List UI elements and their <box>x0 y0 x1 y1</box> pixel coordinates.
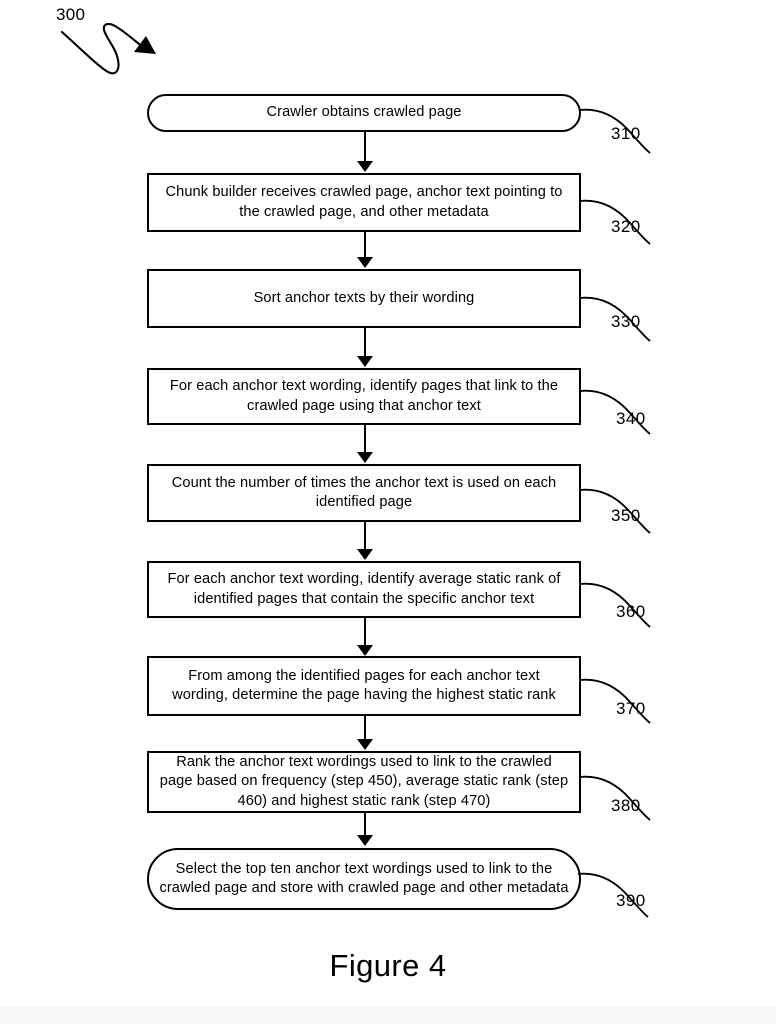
flow-node-370[interactable]: From among the identified pages for each… <box>147 656 581 716</box>
arrowhead-310-320 <box>357 161 373 172</box>
connector-310-320 <box>364 132 366 163</box>
reference-numeral-370: 370 <box>616 699 646 718</box>
connector-340-350 <box>364 425 366 454</box>
connector-350-360 <box>364 522 366 551</box>
arrowhead-360-370 <box>357 645 373 656</box>
leader-line-330 <box>579 296 651 342</box>
flow-node-310-label: Crawler obtains crawled page <box>266 104 462 121</box>
reference-numeral-310: 310 <box>611 124 641 143</box>
flow-node-350-label: Count the number of times the anchor tex… <box>171 474 557 511</box>
connector-320-330 <box>364 232 366 259</box>
figure-caption: Figure 4 <box>329 948 447 983</box>
reference-numeral-380: 380 <box>611 796 641 815</box>
flow-node-340-label: For each anchor text wording, identify p… <box>169 378 559 414</box>
arrowhead-340-350 <box>357 452 373 463</box>
flow-node-320-label: Chunk builder receives crawled page, anc… <box>165 184 563 220</box>
squiggle-arrow-icon <box>60 22 156 75</box>
arrowhead-380-390 <box>357 835 373 846</box>
arrowhead-370-380 <box>357 739 373 750</box>
reference-numeral-340: 340 <box>616 409 646 428</box>
flow-node-330-label: Sort anchor texts by their wording <box>253 289 475 306</box>
arrowhead-350-360 <box>357 549 373 560</box>
flow-node-320[interactable]: Chunk builder receives crawled page, anc… <box>147 173 581 232</box>
flow-node-350[interactable]: Count the number of times the anchor tex… <box>147 464 581 522</box>
flow-node-340[interactable]: For each anchor text wording, identify p… <box>147 368 581 425</box>
flow-node-380[interactable]: Rank the anchor text wordings used to li… <box>147 751 581 813</box>
reference-numeral-320: 320 <box>611 217 641 236</box>
leader-line-310 <box>579 108 651 154</box>
reference-numeral-350: 350 <box>611 506 641 525</box>
flow-node-360[interactable]: For each anchor text wording, identify a… <box>147 561 581 618</box>
connector-370-380 <box>364 716 366 741</box>
flow-node-360-label: For each anchor text wording, identify a… <box>167 571 561 607</box>
diagram-reference-300: 300 <box>56 5 86 24</box>
leader-line-340 <box>579 389 651 435</box>
page-bottom-strip <box>0 1006 776 1024</box>
leader-line-370 <box>579 678 651 724</box>
connector-360-370 <box>364 618 366 647</box>
reference-numeral-390: 390 <box>616 891 646 910</box>
flow-node-330[interactable]: Sort anchor texts by their wording <box>147 269 581 328</box>
arrowhead-320-330 <box>357 257 373 268</box>
leader-line-360 <box>579 582 651 628</box>
arrowhead-330-340 <box>357 356 373 367</box>
leader-line-380 <box>579 775 651 821</box>
flow-node-310[interactable]: Crawler obtains crawled page <box>147 94 581 132</box>
leader-line-350 <box>579 488 651 534</box>
connector-330-340 <box>364 328 366 358</box>
leader-line-320 <box>579 199 651 245</box>
flow-node-370-label: From among the identified pages for each… <box>172 667 556 704</box>
flow-node-380-label: Rank the anchor text wordings used to li… <box>159 753 569 809</box>
connector-380-390 <box>364 813 366 837</box>
reference-numeral-330: 330 <box>611 312 641 331</box>
flow-node-390-label: Select the top ten anchor text wordings … <box>159 860 569 897</box>
leader-line-390 <box>577 872 649 918</box>
flow-node-390[interactable]: Select the top ten anchor text wordings … <box>147 848 581 910</box>
reference-numeral-360: 360 <box>616 602 646 621</box>
